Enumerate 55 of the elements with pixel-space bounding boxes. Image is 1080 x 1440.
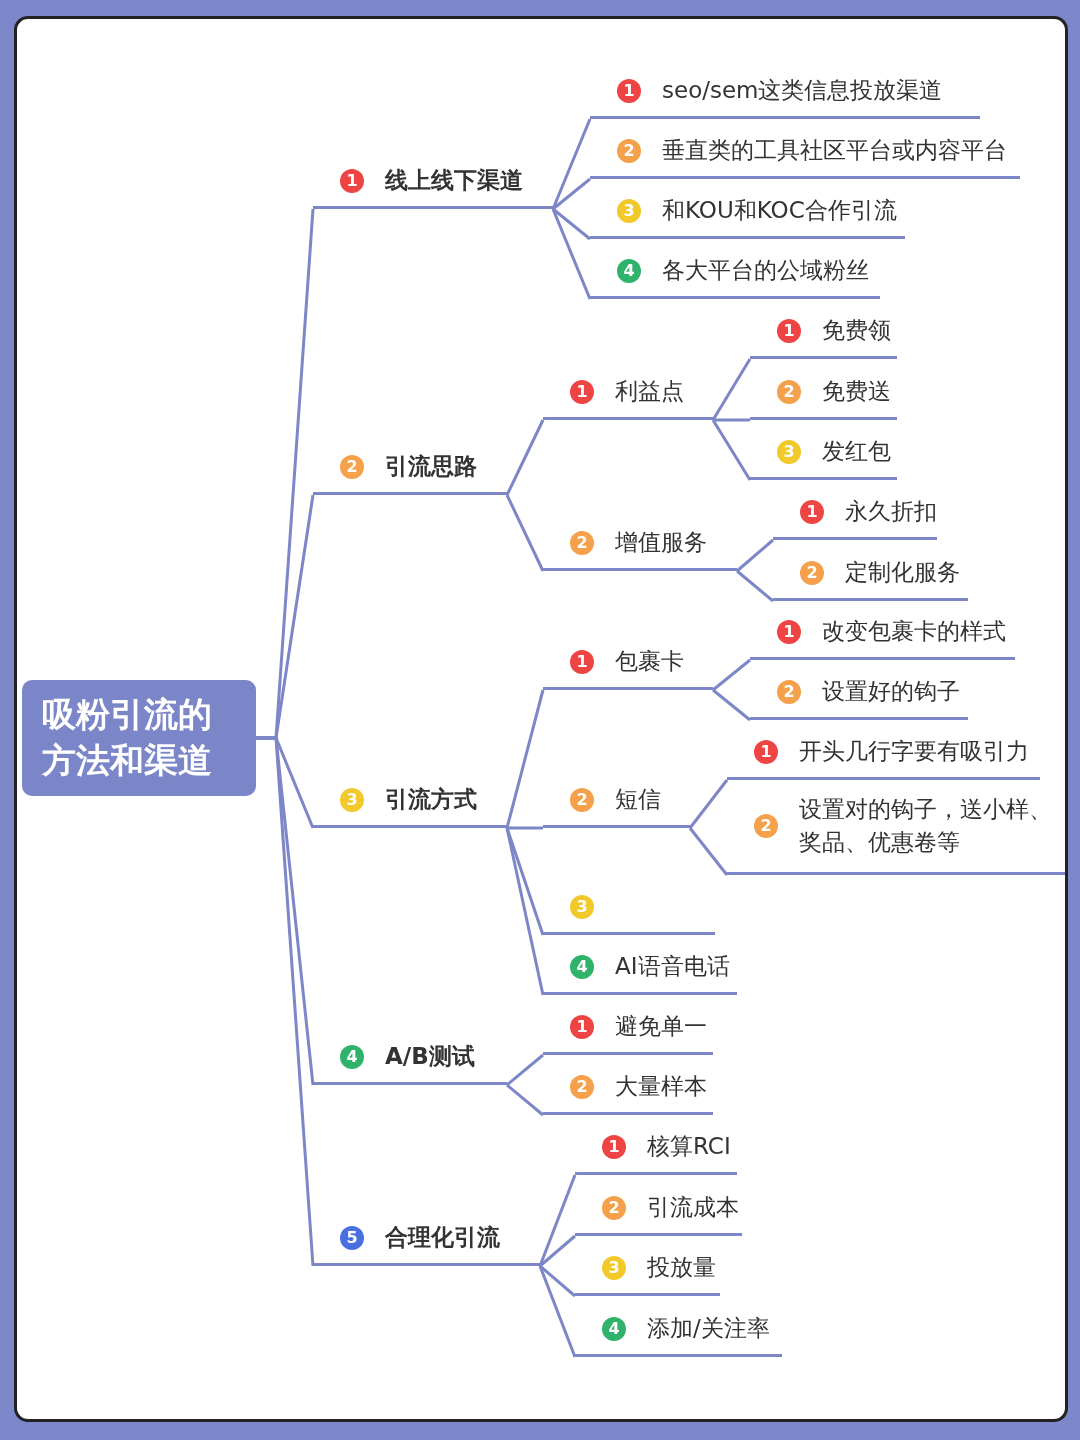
connector-line [505, 494, 545, 572]
connector-line [506, 1053, 544, 1087]
topic-label: 各大平台的公域粉丝 [662, 256, 869, 286]
connector-line [552, 177, 591, 211]
topic-label: 添加/关注率 [647, 1314, 770, 1344]
connector-line [506, 1083, 544, 1117]
topic-label: 定制化服务 [845, 558, 960, 588]
connector-line [712, 658, 751, 692]
connector-line [539, 1234, 576, 1268]
topic-label: 合理化引流 [385, 1223, 500, 1253]
topic-label: 和KOU和KOC合作引流 [662, 196, 897, 226]
connector-line [711, 358, 752, 421]
topic-label: 大量样本 [615, 1072, 707, 1102]
topic-label: 增值服务 [615, 528, 707, 558]
topic-label: 永久折扣 [845, 497, 937, 527]
topic-label: 设置对的钩子，送小样、奖品、优惠卷等 [799, 795, 1053, 857]
topic-label: AI语音电话 [615, 952, 730, 982]
connector-line [712, 688, 751, 722]
connector-line [539, 1264, 576, 1298]
topic-label: 开头几行字要有吸引力 [799, 737, 1029, 767]
connector-line [736, 538, 774, 573]
connector-line [688, 827, 729, 876]
connector-line [551, 208, 592, 300]
topic-label: 投放量 [647, 1253, 716, 1283]
topic-label: 发红包 [822, 437, 891, 467]
topic-label: A/B测试 [385, 1042, 475, 1072]
connector-line [505, 827, 545, 996]
topic-label: 线上线下渠道 [385, 166, 523, 196]
root-title: 吸粉引流的方法和渠道 [42, 693, 213, 782]
topic-label: 引流成本 [647, 1193, 739, 1223]
root-topic-box [22, 680, 256, 796]
topic-label: 设置好的钩子 [822, 677, 960, 707]
topic-label: 改变包裹卡的样式 [822, 617, 1006, 647]
topic-label: 引流思路 [385, 452, 477, 482]
topic-label: 包裹卡 [615, 647, 684, 677]
topic-label: 避免单一 [615, 1012, 707, 1042]
connector-line [688, 779, 729, 829]
topic-label: 核算RCI [647, 1132, 731, 1162]
connector-line [736, 569, 774, 603]
connector-line [505, 419, 545, 496]
connector-line [507, 826, 543, 830]
topic-label: 利益点 [615, 377, 684, 407]
topic-label: seo/sem这类信息投放渠道 [662, 76, 943, 106]
connector-line [551, 118, 592, 210]
connector-line [552, 207, 591, 241]
topic-label: 免费送 [822, 377, 891, 407]
topic-label: 引流方式 [385, 785, 477, 815]
connector-line [713, 418, 750, 422]
connector-line [505, 689, 545, 829]
topic-label: 垂直类的工具社区平台或内容平台 [662, 136, 1007, 166]
connector-line [538, 1265, 577, 1358]
connector-line [538, 1174, 577, 1267]
topic-label: 免费领 [822, 316, 891, 346]
topic-label: 短信 [615, 785, 661, 815]
connector-line [711, 419, 752, 481]
